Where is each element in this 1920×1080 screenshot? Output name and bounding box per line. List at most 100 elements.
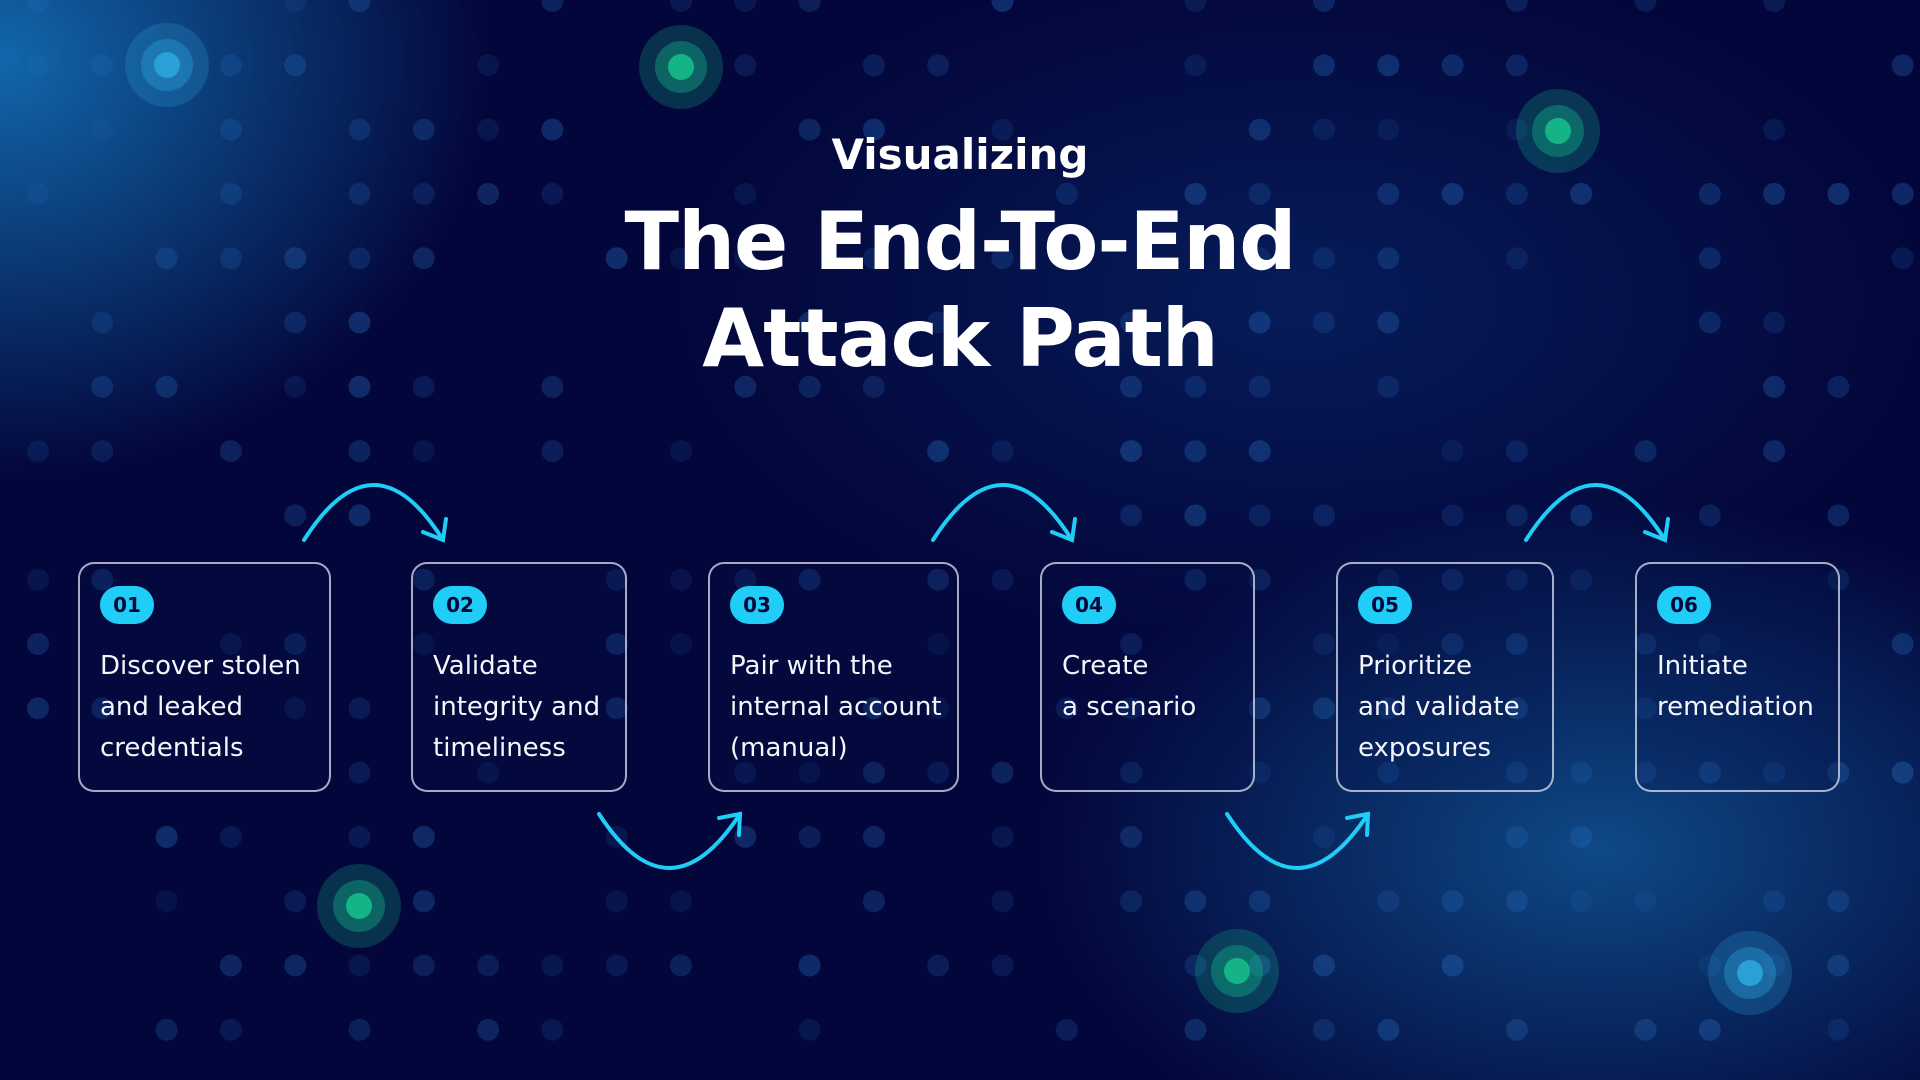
step-number-badge: 04: [1062, 586, 1116, 624]
background-dot: [1763, 440, 1786, 463]
background-dot: [670, 890, 692, 913]
glow-dot: [1737, 960, 1763, 986]
background-dot: [1248, 118, 1271, 141]
background-dot: [284, 697, 307, 720]
background-dot: [991, 118, 1014, 141]
background-dot: [219, 954, 242, 977]
background-dot: [927, 633, 950, 655]
background-dot: [1248, 311, 1271, 334]
background-dot: [991, 954, 1014, 977]
background-dot: [1184, 182, 1207, 205]
background-dot: [991, 761, 1014, 784]
background-dot: [798, 311, 821, 334]
background-dot: [1634, 0, 1657, 12]
background-dot: [605, 890, 628, 913]
background-dot: [798, 1018, 821, 1041]
background-dot: [219, 54, 242, 77]
background-dot: [1441, 568, 1464, 591]
background-dot: [219, 247, 242, 270]
background-dot: [1441, 633, 1464, 655]
background-dot: [284, 504, 307, 527]
background-dot: [1505, 568, 1528, 591]
background-dot: [1505, 697, 1528, 720]
background-dot: [1120, 825, 1143, 848]
background-dot: [1248, 440, 1271, 463]
background-dot: [1505, 825, 1528, 848]
step-text: Prioritize and validate exposures: [1358, 651, 1520, 763]
background-dot: [284, 890, 307, 913]
background-dot: [1698, 182, 1721, 205]
background-dot: [1313, 54, 1335, 77]
background-dot: [862, 247, 885, 270]
background-dot: [1698, 633, 1721, 655]
background-dot: [541, 118, 564, 141]
background-dot: [1570, 182, 1593, 205]
background-dot: [862, 375, 885, 398]
background-dot: [1184, 440, 1207, 463]
background-dot: [91, 697, 114, 720]
background-dot: [27, 0, 49, 12]
background-dot: [1055, 182, 1078, 205]
background-dot: [91, 54, 114, 77]
background-dot: [348, 825, 371, 848]
background-dot: [1441, 182, 1464, 205]
background-dot: [734, 761, 757, 784]
background-dot: [348, 504, 371, 527]
background-dot: [284, 954, 307, 977]
background-dot: [348, 118, 371, 141]
background-dot: [1827, 890, 1850, 913]
background-dot: [1184, 54, 1207, 77]
background-dot: [412, 118, 435, 141]
background-dot: [541, 440, 564, 463]
background-dot: [412, 825, 435, 848]
background-dot: [1505, 54, 1528, 77]
background-dot: [1891, 54, 1914, 77]
background-dot: [219, 825, 242, 848]
main-title-line2: Attack Path: [702, 292, 1219, 385]
background-dot: [1505, 440, 1528, 463]
background-dot: [219, 118, 242, 141]
background-dot: [1763, 0, 1786, 12]
background-dot: [991, 568, 1014, 591]
background-dot: [670, 954, 692, 977]
background-dot: [1377, 890, 1400, 913]
background-dot: [1505, 1018, 1528, 1041]
background-dot: [1827, 954, 1850, 977]
background-dot: [219, 182, 242, 205]
background-dot: [1763, 954, 1786, 977]
background-dot: [1377, 1018, 1400, 1041]
background-dot: [91, 375, 114, 398]
background-dot: [1120, 697, 1143, 720]
background-dot: [27, 182, 49, 205]
background-dot: [798, 0, 821, 12]
eyebrow-title: Visualizing: [831, 130, 1089, 179]
background-dot: [348, 1018, 371, 1041]
step-text: Pair with the internal account (manual): [730, 651, 942, 763]
background-dot: [412, 954, 435, 977]
background-dot: [284, 54, 307, 77]
background-dot: [1698, 247, 1721, 270]
background-dot: [734, 375, 757, 398]
step-number-badge: 01: [100, 586, 154, 624]
glow-dot: [1224, 958, 1250, 984]
background-dot: [1763, 761, 1786, 784]
background-dot: [1055, 697, 1078, 720]
background-dot: [348, 697, 371, 720]
step-number-badge: 06: [1657, 586, 1711, 624]
background-dot: [541, 375, 564, 398]
background-dot: [1313, 311, 1335, 334]
background-dot: [412, 440, 435, 463]
background-dot: [1634, 440, 1657, 463]
background-dot: [1184, 568, 1207, 591]
background-dot: [348, 761, 371, 784]
background-dot: [477, 54, 500, 77]
background-dot: [348, 0, 371, 12]
background-dot: [1120, 761, 1143, 784]
arrow-3-to-4-icon: [931, 483, 1077, 543]
background-dot: [1248, 375, 1271, 398]
background-dot: [1505, 633, 1528, 655]
background-dot: [798, 954, 821, 977]
